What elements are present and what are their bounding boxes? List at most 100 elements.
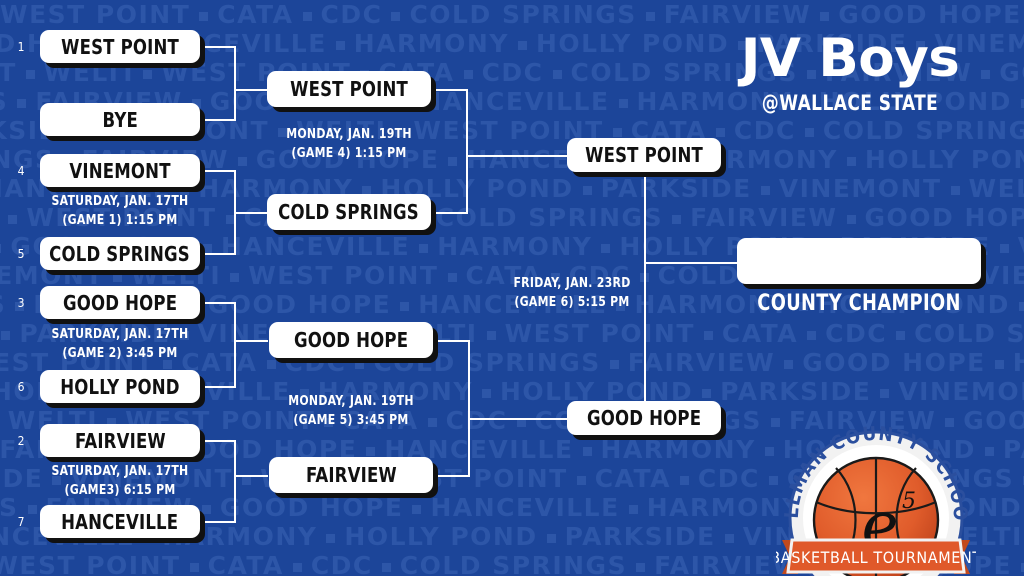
- pattern-bullet: [1018, 302, 1024, 311]
- pattern-bullet: [366, 447, 376, 456]
- pattern-bullet: [950, 186, 960, 195]
- bracket-box-round3-west-point[interactable]: WEST POINT: [567, 138, 721, 172]
- pattern-bullet: [672, 215, 682, 224]
- connector-line: [234, 46, 236, 121]
- connector-line: [234, 89, 268, 91]
- header-subtitle: @WALLACE STATE: [761, 91, 939, 115]
- pattern-bullet: [999, 244, 1009, 253]
- pattern-bullet: [326, 534, 336, 543]
- pattern-bullet: [448, 157, 458, 166]
- bracket-box-round2-good-hope[interactable]: GOOD HOPE: [269, 322, 433, 358]
- bracket-box-round2-fairview[interactable]: FAIRVIEW: [269, 457, 433, 493]
- pattern-bullet: [237, 157, 247, 166]
- bracket-box-round1-fairview[interactable]: FAIRVIEW: [40, 424, 200, 457]
- pattern-bullet: [645, 12, 655, 21]
- team-name: BYE: [102, 107, 138, 132]
- pattern-bullet: [266, 360, 276, 369]
- pattern-bullet: [896, 331, 906, 340]
- team-name: COLD SPRINGS: [278, 200, 420, 224]
- ribbon-text: BASKETBALL TOURNAMENT: [776, 548, 976, 567]
- pattern-bullet: [804, 128, 814, 137]
- pattern-bullet: [17, 99, 27, 108]
- champion-caption: COUNTY CHAMPION: [757, 291, 961, 316]
- pattern-bullet: [609, 360, 619, 369]
- pattern-bullet: [846, 157, 856, 166]
- pattern-bullet: [335, 41, 345, 50]
- pattern-bullet: [463, 70, 473, 79]
- pattern-bullet: [292, 563, 302, 572]
- pattern-bullet: [679, 476, 689, 485]
- seed-number: 6: [17, 380, 25, 394]
- ribbon-banner: [786, 538, 966, 574]
- pattern-bullet: [381, 563, 391, 572]
- connector-line: [200, 46, 236, 48]
- bracket-box-round2-cold-springs[interactable]: COLD SPRINGS: [267, 194, 431, 230]
- pattern-bullet: [552, 70, 562, 79]
- bracket-box-round1-bye[interactable]: BYE: [40, 103, 200, 136]
- bracket-box-county-champion[interactable]: [737, 238, 981, 284]
- pattern-bullet: [760, 186, 770, 195]
- pattern-bullet: [0, 244, 2, 253]
- pattern-bullet: [199, 12, 209, 21]
- pattern-bullet: [201, 505, 211, 514]
- pattern-bullet: [636, 563, 646, 572]
- pattern-bullet: [242, 476, 252, 485]
- connector-line: [200, 440, 236, 442]
- connector-line: [200, 119, 236, 121]
- team-name: HOLLY POND: [60, 374, 180, 399]
- connector-line: [432, 89, 468, 91]
- pattern-bullet: [582, 186, 592, 195]
- header: JV Boys @WALLACE STATE: [690, 28, 1010, 116]
- pattern-bullet: [984, 447, 994, 456]
- connector-line: [434, 340, 470, 342]
- team-name: WEST POINT: [290, 77, 408, 101]
- logo-svg: CULLMAN COUNTY SCHOOLS e 5 BASKETBALL TO…: [768, 405, 981, 576]
- page-title: JV Boys: [740, 28, 960, 89]
- pattern-bullet: [8, 215, 18, 224]
- pattern-bullet: [189, 563, 199, 572]
- pattern-bullet: [582, 447, 592, 456]
- pattern-bullet: [27, 505, 37, 514]
- seed-number: 4: [17, 164, 25, 178]
- game-date: FRIDAY, JAN. 23RD: [513, 275, 631, 291]
- game-detail: (GAME 6) 5:15 PM: [514, 294, 630, 310]
- pattern-bullet: [880, 389, 890, 398]
- bracket-box-round1-good-hope[interactable]: GOOD HOPE: [40, 286, 200, 319]
- bracket-box-round1-vinemont[interactable]: VINEMONT: [40, 154, 200, 187]
- seed-number: 2: [17, 434, 25, 448]
- pattern-bullet: [612, 128, 622, 137]
- pattern-bullet: [994, 360, 1004, 369]
- seed-number: 3: [17, 296, 25, 310]
- game-info-game5: MONDAY, JAN. 19TH (GAME 5) 3:45 PM: [261, 392, 441, 430]
- pattern-bullet: [702, 389, 712, 398]
- bracket-box-round1-holly-pond[interactable]: HOLLY POND: [40, 370, 200, 403]
- bracket-box-round1-west-point[interactable]: WEST POINT: [40, 30, 200, 63]
- game-detail: (GAME 1) 1:15 PM: [62, 212, 178, 228]
- bracket-box-round1-cold-springs[interactable]: COLD SPRINGS: [40, 237, 200, 270]
- pattern-bullet: [302, 12, 312, 21]
- pattern-bullet: [486, 331, 496, 340]
- bracket-box-round2-west-point[interactable]: WEST POINT: [267, 71, 431, 107]
- pattern-bullet: [618, 99, 628, 108]
- connector-line: [466, 89, 468, 214]
- game-info-game1: SATURDAY, JAN. 17TH (GAME 1) 1:15 PM: [30, 192, 210, 230]
- pattern-bullet: [112, 273, 122, 282]
- pattern-bullet: [419, 244, 429, 253]
- game-date: SATURDAY, JAN. 17TH: [51, 193, 189, 209]
- pattern-bullet: [601, 244, 611, 253]
- pattern-bullet: [546, 534, 556, 543]
- game-info-game4: MONDAY, JAN. 19TH (GAME 4) 1:15 PM: [259, 125, 439, 163]
- cullman-county-schools-logo: CULLMAN COUNTY SCHOOLS e 5 BASKETBALL TO…: [768, 405, 981, 576]
- team-name: COLD SPRINGS: [49, 241, 191, 266]
- connector-line: [432, 212, 468, 214]
- connector-line: [234, 475, 268, 477]
- pattern-bullet: [846, 215, 856, 224]
- connector-line: [644, 262, 740, 264]
- game-detail: (GAME 5) 3:45 PM: [293, 412, 409, 428]
- connector-line: [200, 302, 236, 304]
- game-date: MONDAY, JAN. 19TH: [286, 126, 412, 142]
- pattern-bullet: [784, 360, 794, 369]
- bracket-box-round1-hanceville[interactable]: HANCEVILLE: [40, 505, 200, 538]
- bracket-box-round3-good-hope[interactable]: GOOD HOPE: [567, 401, 721, 435]
- connector-line: [200, 170, 236, 172]
